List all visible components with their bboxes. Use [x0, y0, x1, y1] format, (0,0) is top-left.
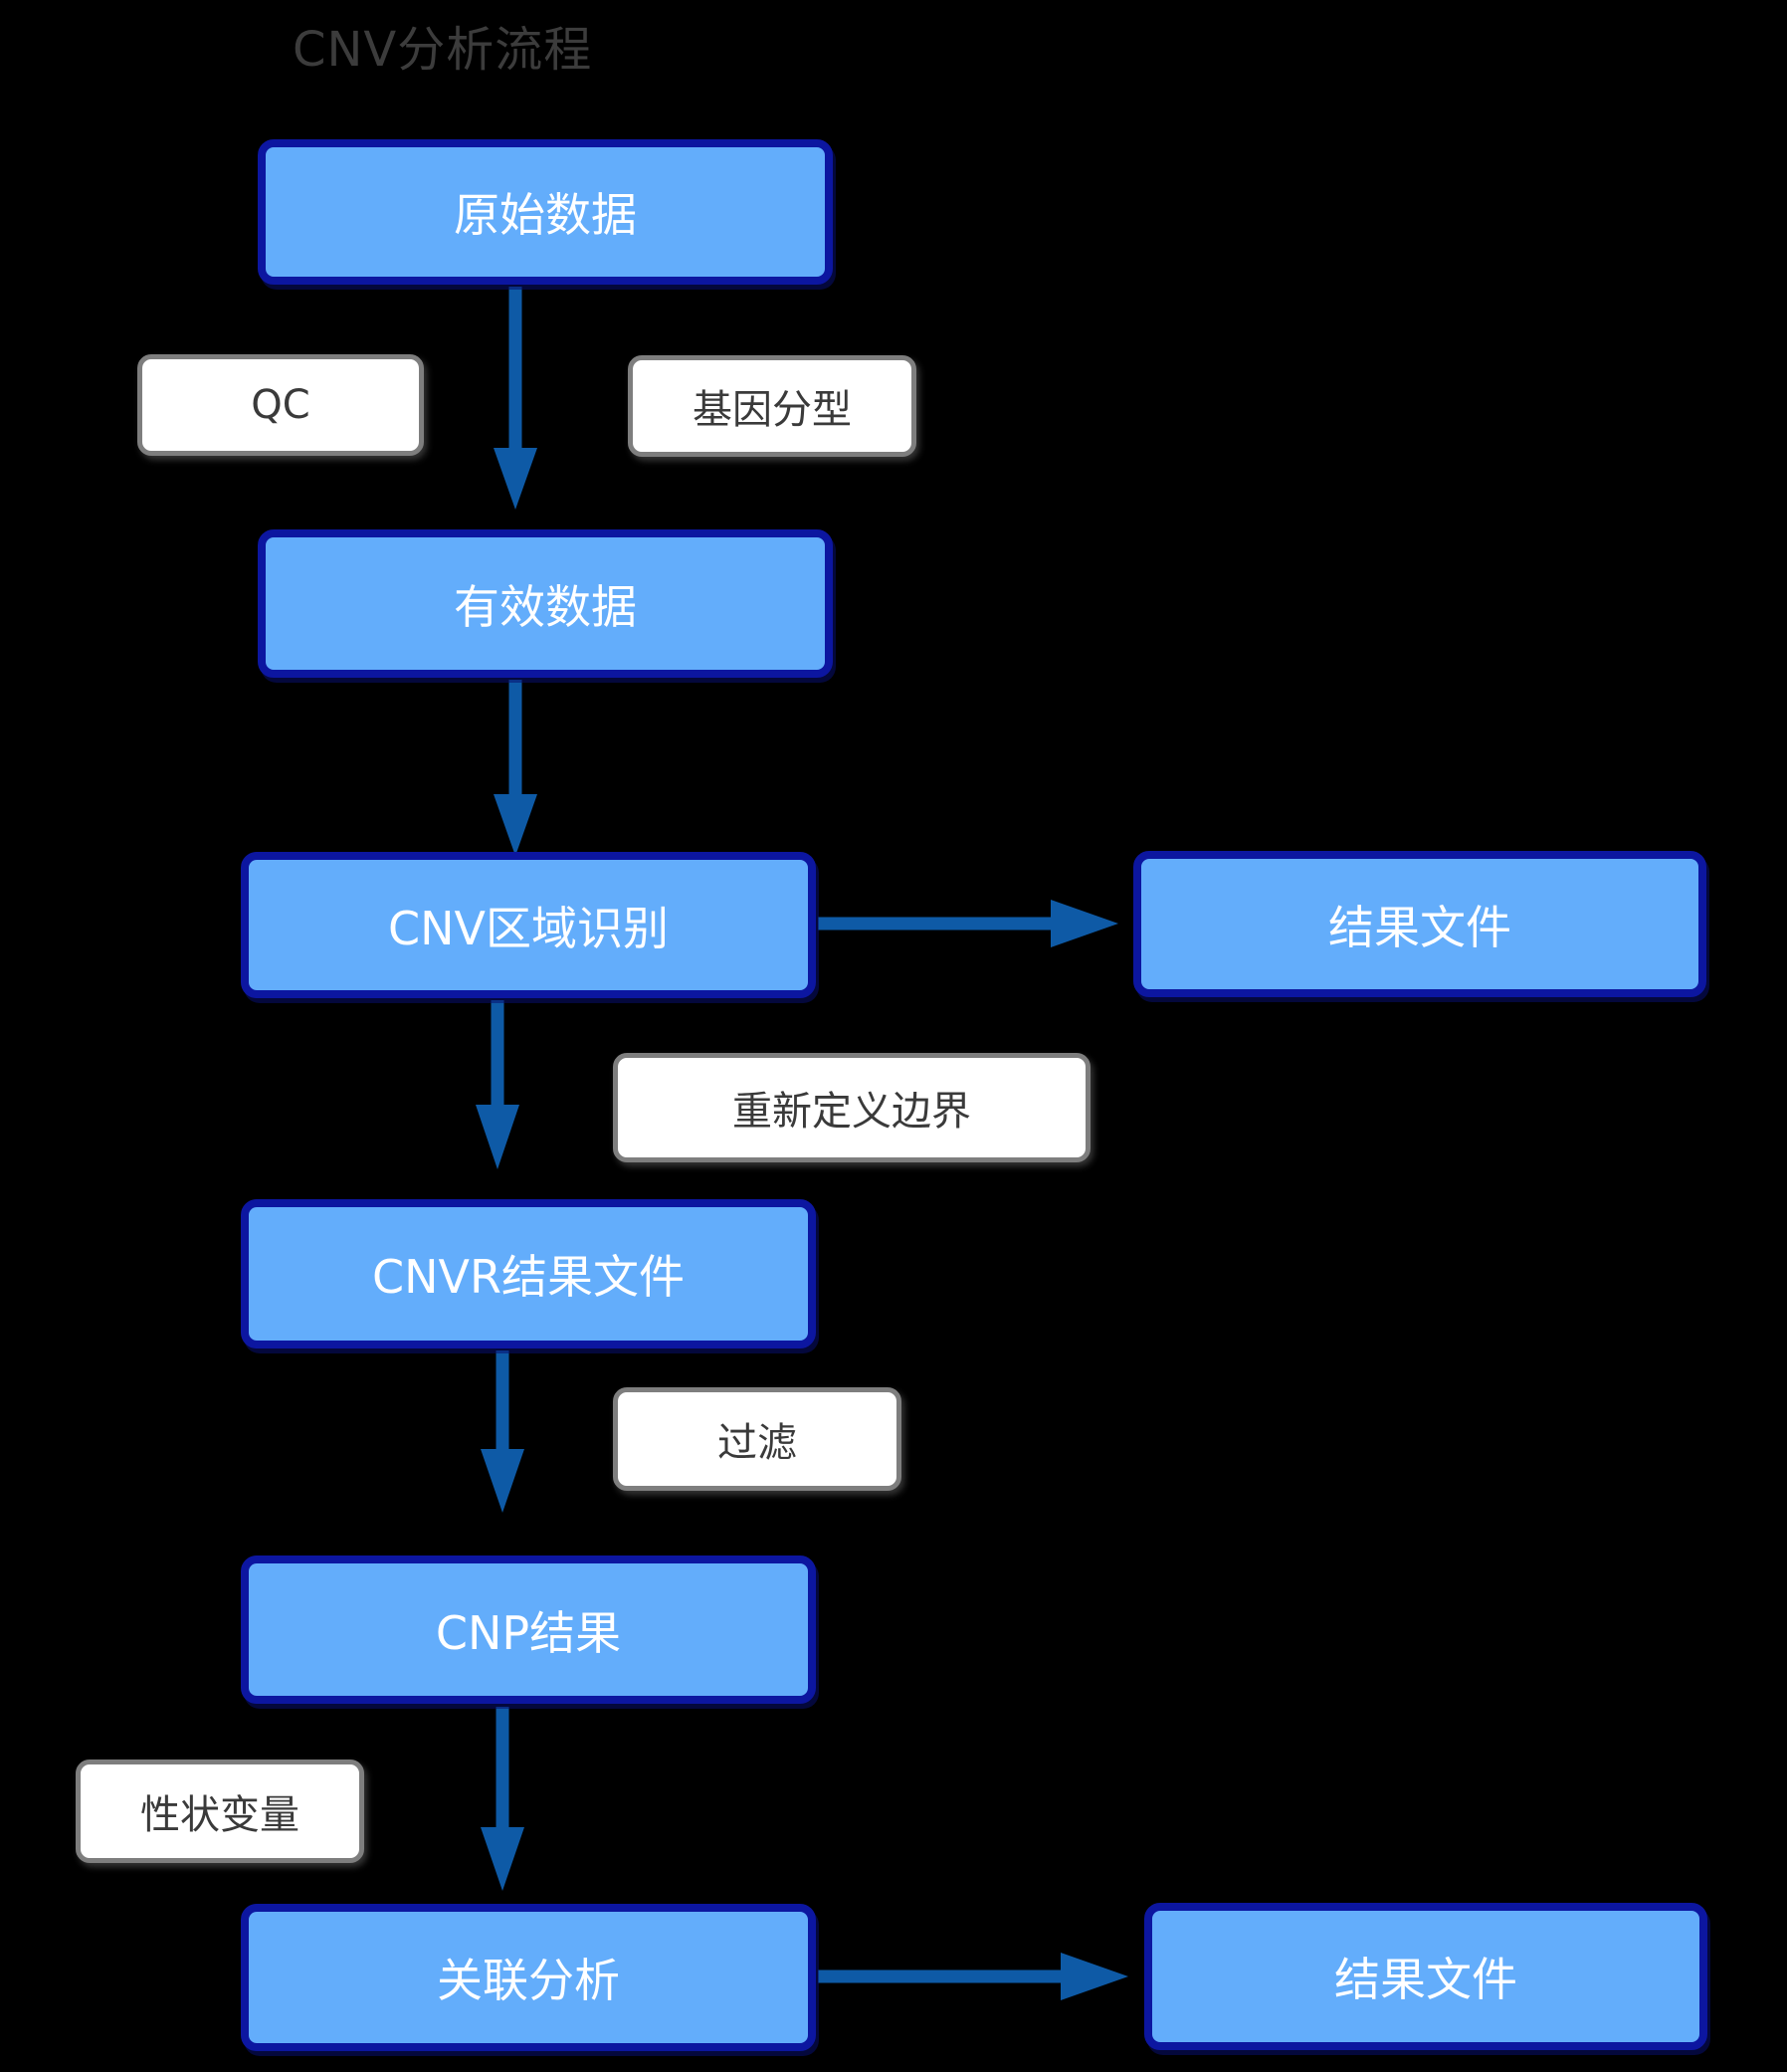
node-result-file-bottom: 结果文件 [1144, 1903, 1707, 2050]
node-label: CNP结果 [435, 1605, 622, 1660]
step-label-text: 性状变量 [140, 1792, 299, 1838]
node-label: 结果文件 [1334, 1953, 1517, 2006]
step-label-filter: 过滤 [613, 1387, 901, 1491]
node-result-file-top: 结果文件 [1133, 851, 1706, 997]
diagram-title: CNV分析流程 [293, 22, 593, 78]
node-label: 结果文件 [1328, 900, 1511, 954]
step-label-text: 过滤 [717, 1420, 797, 1466]
node-label: 有效数据 [454, 579, 637, 634]
step-label-text: 重新定义边界 [732, 1089, 971, 1135]
arrow-cnp-result-to-association [481, 1707, 524, 1891]
arrow-cnv-region-to-cnvr-result [476, 1000, 519, 1169]
arrow-cnvr-result-to-cnp-result [481, 1350, 524, 1513]
arrow-cnv-region-to-result-file-top [818, 900, 1118, 947]
node-cnp-result: CNP结果 [241, 1555, 816, 1704]
node-cnv-region: CNV区域识别 [241, 852, 816, 998]
node-label: 关联分析 [437, 1954, 620, 2007]
arrow-raw-to-valid [494, 287, 537, 510]
node-cnvr-result: CNVR结果文件 [241, 1199, 816, 1348]
node-valid-data: 有效数据 [258, 529, 833, 678]
node-label: CNV区域识别 [388, 901, 669, 955]
step-label-text: QC [251, 382, 310, 428]
node-association: 关联分析 [241, 1904, 816, 2051]
step-label-qc: QC [137, 354, 424, 456]
node-raw-data: 原始数据 [258, 139, 833, 285]
arrow-valid-to-cnv-region [494, 680, 537, 856]
step-label-genotyping: 基因分型 [628, 355, 916, 457]
node-label: CNVR结果文件 [372, 1250, 685, 1304]
arrow-association-to-result-file-bottom [818, 1953, 1128, 2000]
step-label-redefine-boundary: 重新定义边界 [613, 1053, 1091, 1162]
node-label: 原始数据 [454, 188, 637, 242]
step-label-trait-variable: 性状变量 [76, 1760, 364, 1863]
step-label-text: 基因分型 [693, 387, 852, 433]
